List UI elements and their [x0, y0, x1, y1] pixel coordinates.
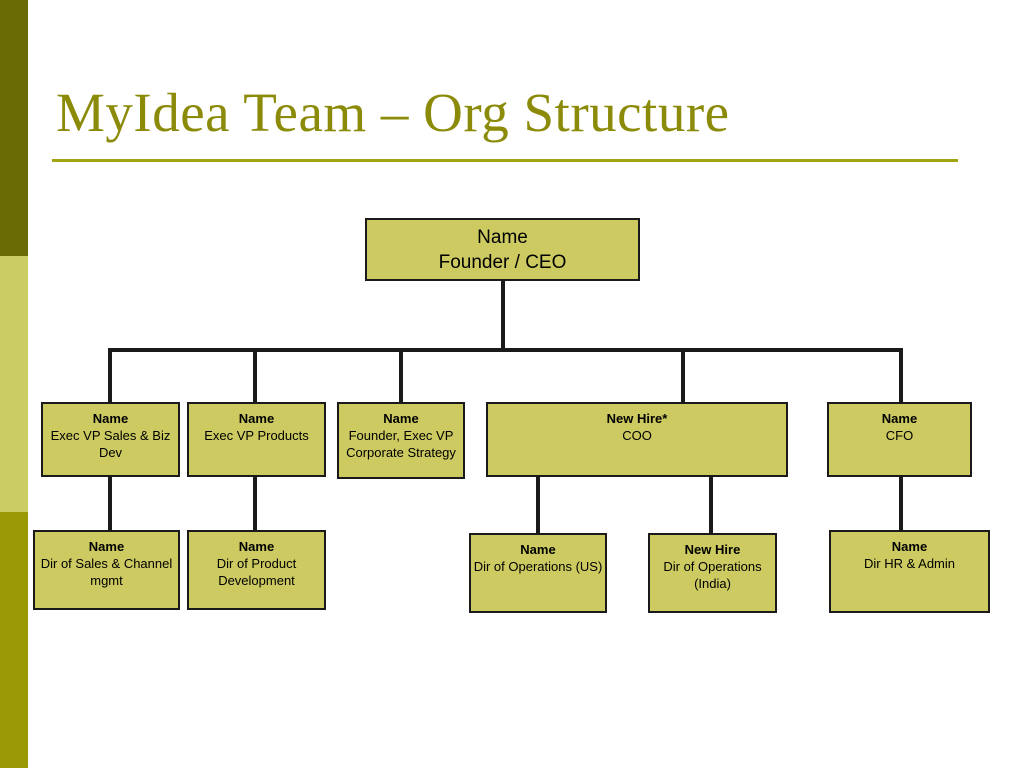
sidebar-band-top [0, 0, 28, 256]
connector-coo-to-ops-india [709, 477, 713, 534]
org-node-role: Founder, Exec VP Corporate Strategy [346, 428, 456, 460]
org-node-coo[interactable]: New Hire* COO [486, 402, 788, 477]
org-node-name: Name [238, 539, 275, 554]
org-node-role: Dir of Operations (India) [663, 559, 762, 591]
org-node-ceo[interactable]: Name Founder / CEO [365, 218, 640, 281]
connector-drop-vp-strategy [399, 348, 403, 404]
slide-title: MyIdea Team – Org Structure [56, 82, 730, 143]
org-node-role: Exec VP Products [204, 428, 309, 443]
sidebar-edge [28, 0, 29, 768]
connector-drop-vp-sales [108, 348, 112, 404]
org-node-role: Exec VP Sales & Biz Dev [50, 428, 171, 460]
connector-level2-bus [108, 348, 903, 352]
org-node-name: New Hire [684, 542, 741, 557]
org-node-dir-hr-admin[interactable]: Name Dir HR & Admin [829, 530, 990, 613]
connector-sales-to-dir [108, 477, 112, 533]
org-node-name: Name [92, 411, 129, 426]
org-node-dir-sales-channel[interactable]: Name Dir of Sales & Channel mgmt [33, 530, 180, 610]
org-node-role: Founder / CEO [438, 251, 567, 273]
title-underline-rule [52, 159, 958, 162]
connector-drop-coo [681, 348, 685, 404]
org-node-role: Dir of Operations (US) [473, 559, 603, 574]
org-node-role: Dir of Sales & Channel mgmt [40, 556, 173, 588]
org-node-name: Name [88, 539, 125, 554]
org-node-cfo[interactable]: Name CFO [827, 402, 972, 477]
org-node-role: Dir HR & Admin [863, 556, 956, 571]
org-node-name: Name [477, 226, 528, 248]
sidebar-band-middle [0, 256, 28, 512]
connector-cfo-to-hr [899, 477, 903, 533]
org-node-name: Name [238, 411, 275, 426]
org-node-dir-ops-india[interactable]: New Hire Dir of Operations (India) [648, 533, 777, 613]
org-node-dir-ops-us[interactable]: Name Dir of Operations (US) [469, 533, 607, 613]
connector-drop-vp-products [253, 348, 257, 404]
org-node-name: Name [881, 411, 918, 426]
org-node-role: CFO [885, 428, 914, 443]
connector-coo-to-ops-us [536, 477, 540, 534]
org-node-role: COO [622, 428, 652, 443]
org-node-exec-vp-strategy[interactable]: Name Founder, Exec VP Corporate Strategy [337, 402, 465, 479]
org-node-role: Dir of Product Development [216, 556, 297, 588]
org-node-name: Name [383, 411, 419, 426]
connector-products-to-dir [253, 477, 257, 533]
org-node-name: New Hire* [606, 411, 668, 426]
connector-drop-cfo [899, 348, 903, 404]
org-node-exec-vp-products[interactable]: Name Exec VP Products [187, 402, 326, 477]
org-node-name: Name [891, 539, 928, 554]
connector-root-stem [501, 281, 505, 352]
org-node-name: Name [520, 542, 556, 557]
org-node-dir-product-dev[interactable]: Name Dir of Product Development [187, 530, 326, 610]
org-node-exec-vp-sales[interactable]: Name Exec VP Sales & Biz Dev [41, 402, 180, 477]
sidebar-band-bottom [0, 512, 28, 768]
